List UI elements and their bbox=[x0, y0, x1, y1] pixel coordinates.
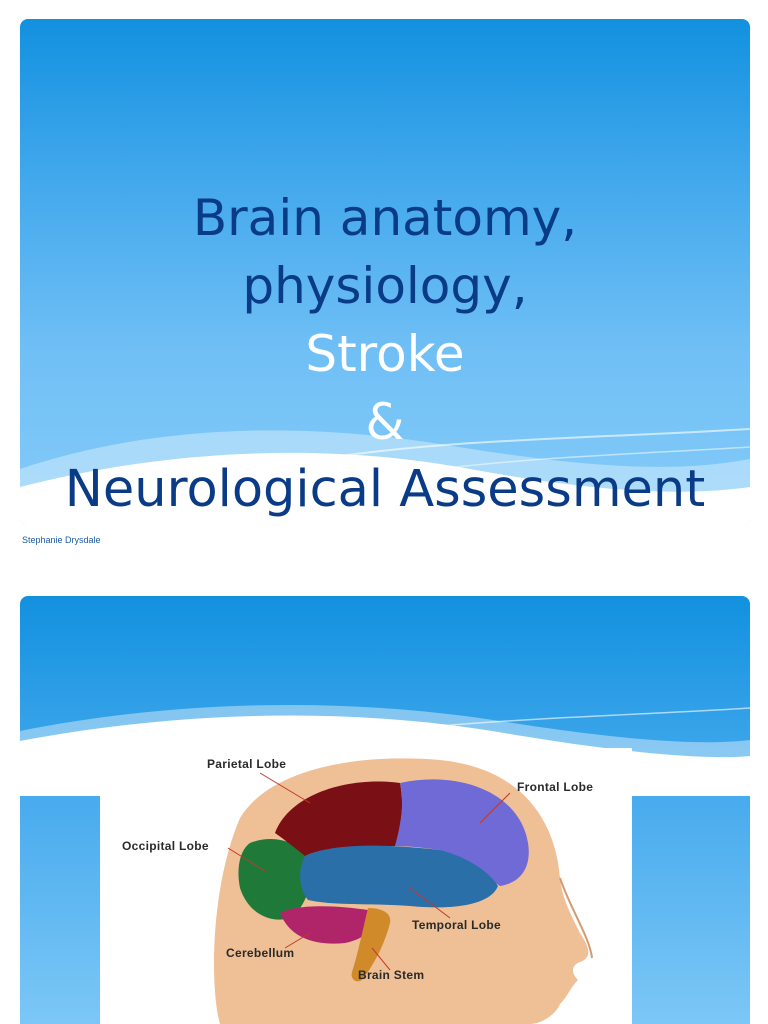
title-slide[interactable]: Brain anatomy, physiology, Stroke & Neur… bbox=[20, 19, 750, 526]
background-wave bbox=[20, 428, 750, 526]
occipital-lobe bbox=[238, 838, 311, 920]
label-frontal-lobe: Frontal Lobe bbox=[517, 780, 594, 794]
label-occipital-lobe: Occipital Lobe bbox=[122, 839, 209, 853]
brain-stem bbox=[351, 908, 391, 982]
head-brain-illustration bbox=[214, 758, 593, 1024]
label-brain-stem: Brain Stem bbox=[358, 968, 425, 982]
slide-title: Brain anatomy, physiology, Stroke & Neur… bbox=[20, 184, 750, 524]
brain-diagram: Parietal Lobe Frontal Lobe Occipital Lob… bbox=[100, 748, 632, 1024]
title-line-4: & bbox=[365, 393, 405, 451]
label-temporal-lobe: Temporal Lobe bbox=[412, 918, 502, 932]
title-line-1: Brain anatomy, bbox=[192, 189, 578, 247]
frontal-lobe bbox=[395, 779, 529, 886]
title-line-2: physiology, bbox=[242, 257, 528, 315]
label-parietal-lobe: Parietal Lobe bbox=[207, 757, 287, 771]
title-line-5: Neurological Assessment bbox=[64, 460, 706, 519]
cerebellum bbox=[280, 906, 373, 944]
parietal-lobe bbox=[275, 781, 403, 856]
title-line-3: Stroke bbox=[305, 325, 465, 383]
temporal-lobe bbox=[300, 845, 498, 908]
label-cerebellum: Cerebellum bbox=[226, 946, 295, 960]
author-name: Stephanie Drysdale bbox=[22, 535, 101, 545]
